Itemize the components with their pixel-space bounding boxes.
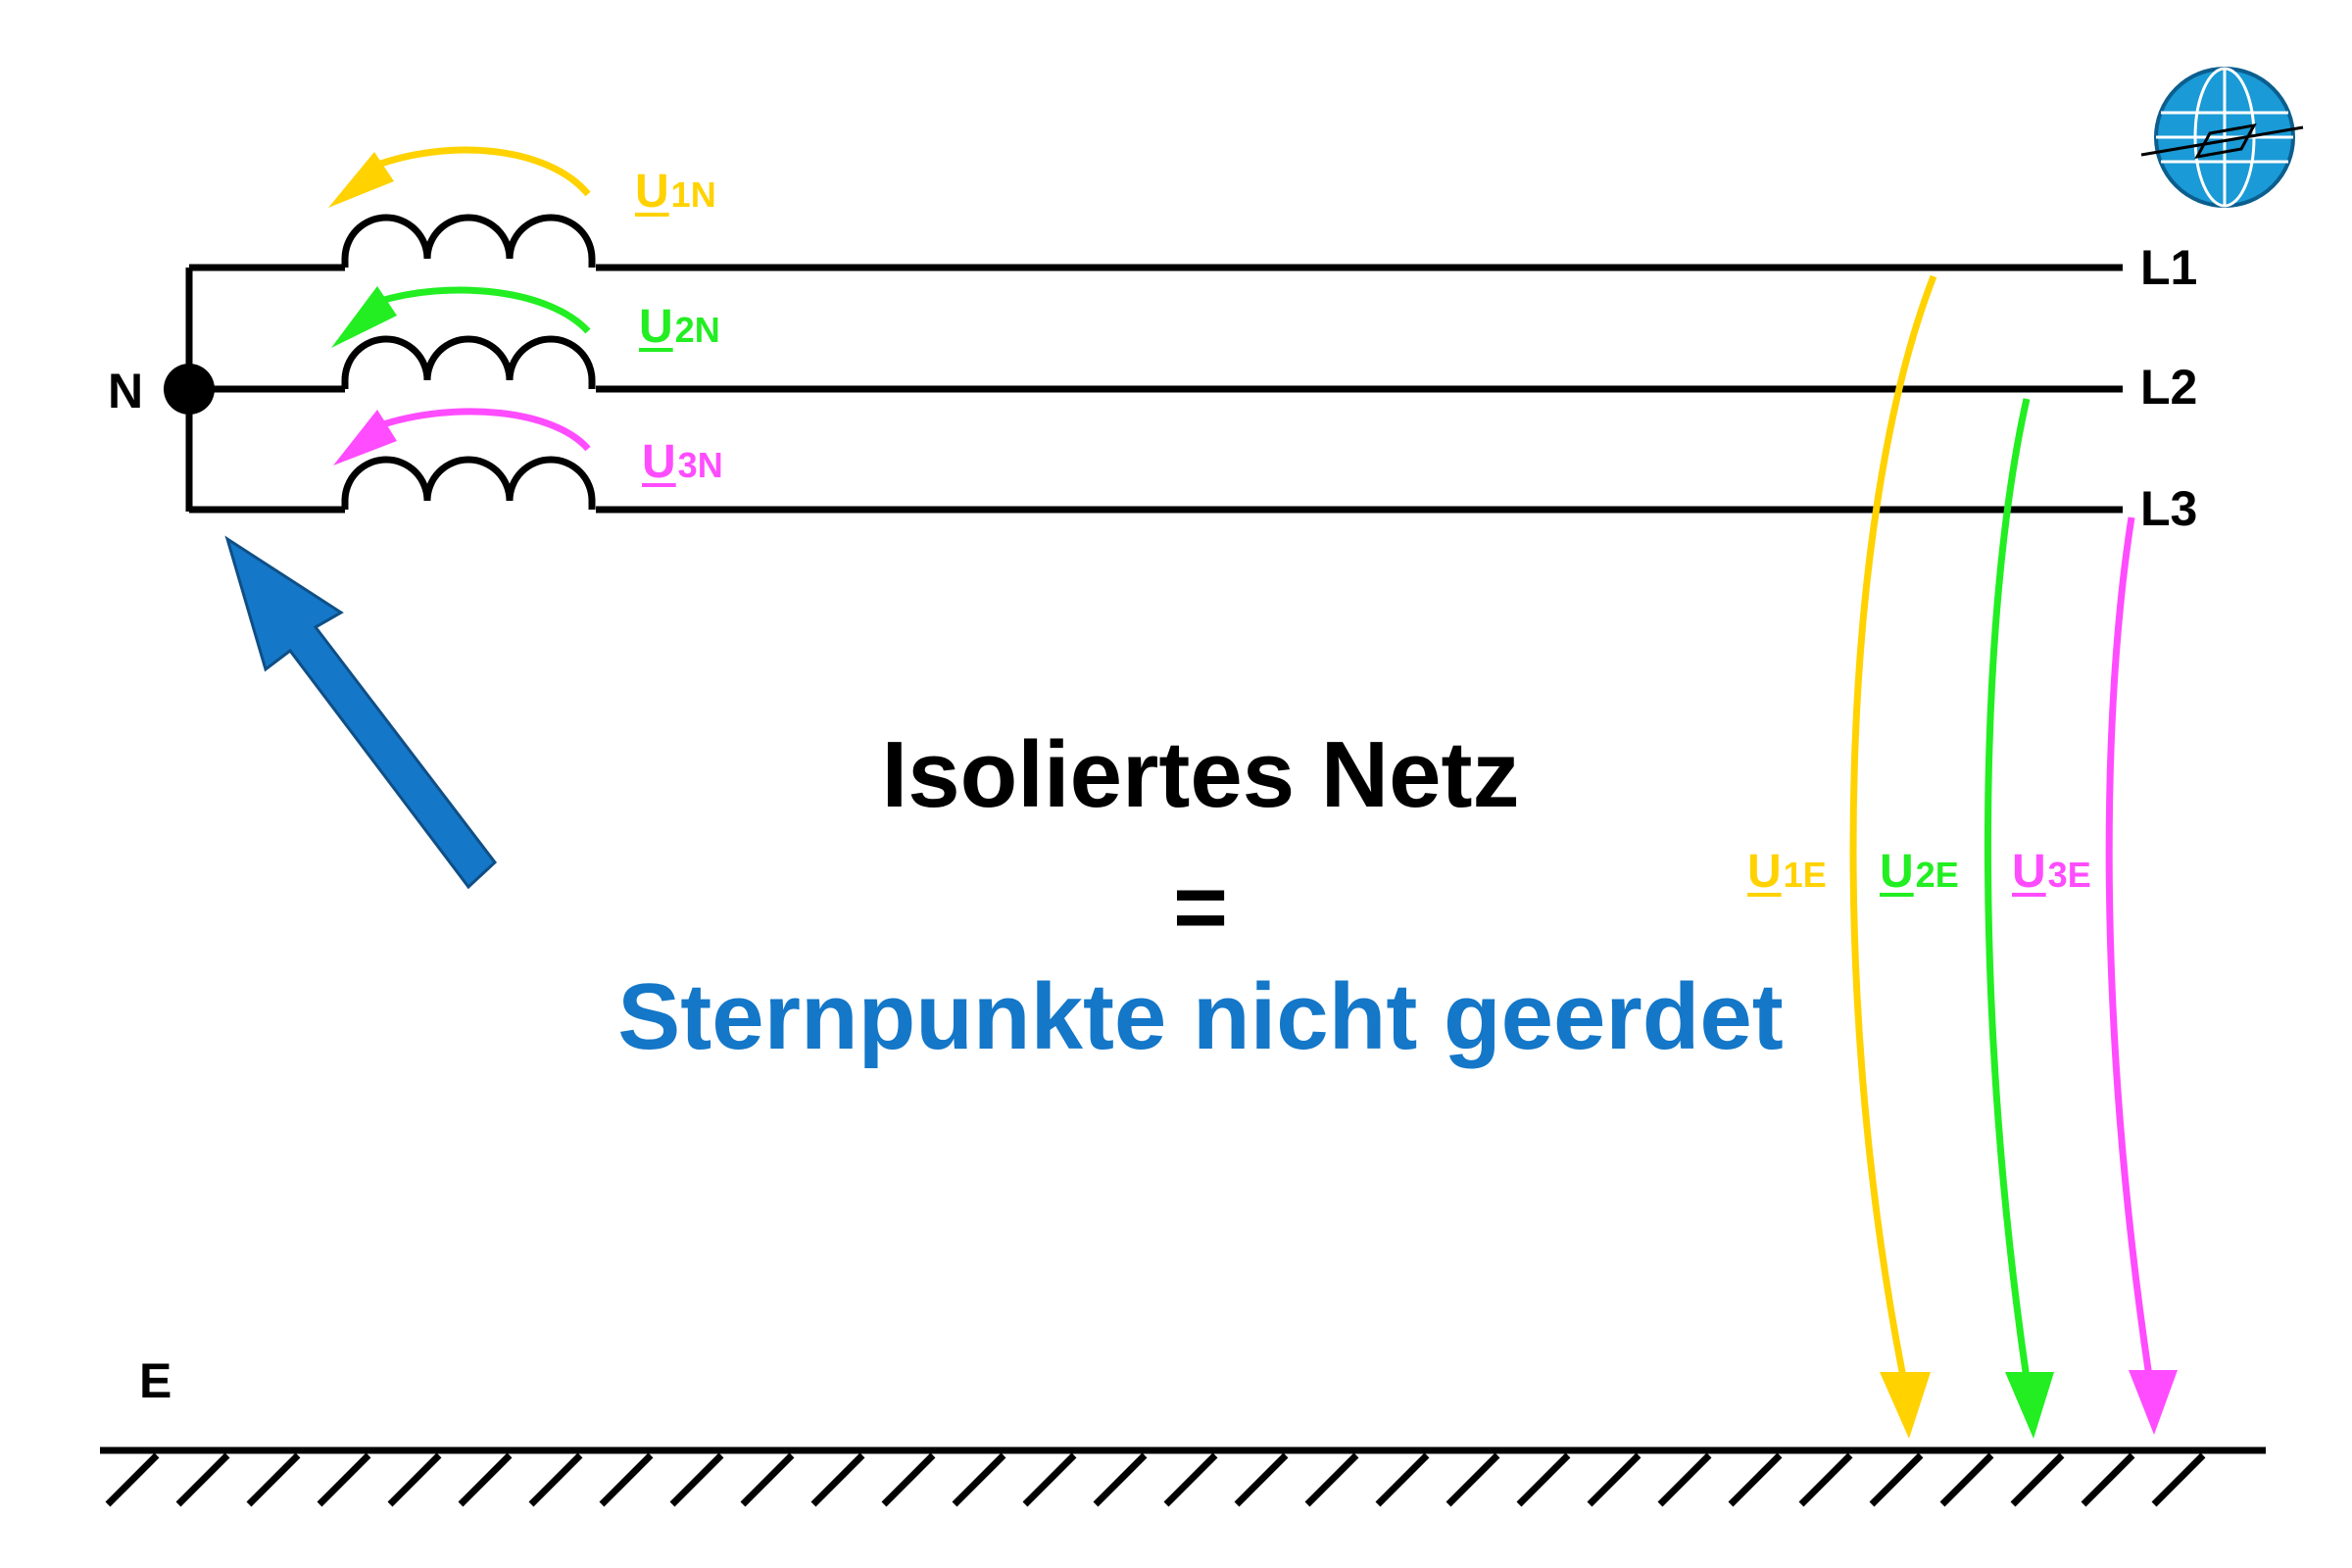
u1n-label: U1N	[635, 166, 716, 218]
neutral-label: N	[108, 364, 144, 418]
arrow-u3e	[2105, 516, 2155, 1391]
u2n-label: U2N	[639, 301, 720, 353]
heading-equals: =	[1172, 855, 1229, 959]
u3e-label: U3E	[2012, 846, 2091, 898]
arrow-u2n	[375, 286, 591, 334]
arrow-u1n-head	[328, 152, 394, 208]
arrow-u2e	[1984, 398, 2033, 1393]
arrow-u3e-head	[2129, 1370, 2178, 1435]
globe-logo-icon	[2140, 67, 2304, 208]
u2e-label: U2E	[1880, 846, 1959, 898]
neutral-node	[164, 364, 215, 415]
l2-label: L2	[2140, 360, 2198, 415]
l1-label: L1	[2140, 240, 2198, 295]
arrow-u2n-head	[331, 286, 397, 348]
heading-sub: Sternpunkte nicht geerdet	[617, 964, 1784, 1069]
conductors	[164, 264, 2123, 514]
ground-hatch-icon	[100, 1446, 2266, 1507]
arrow-u1n	[370, 146, 591, 197]
l3-label: L3	[2140, 481, 2198, 536]
u3n-label: U3N	[642, 436, 723, 488]
heading-main: Isoliertes Netz	[881, 722, 1520, 827]
arrow-u1e	[1849, 274, 1937, 1393]
u1e-label: U1E	[1747, 846, 1827, 898]
phase-neutral-arrows	[328, 146, 591, 466]
arrow-u3n-head	[333, 410, 397, 466]
coils	[341, 214, 596, 510]
coil-1	[341, 214, 596, 268]
coil-2	[341, 335, 596, 389]
blue-arrow-icon	[224, 535, 498, 890]
coil-3	[341, 456, 596, 510]
earth-label: E	[139, 1353, 172, 1408]
arrow-u1e-head	[1880, 1372, 1931, 1439]
arrow-u3n	[375, 408, 591, 452]
phase-earth-arrows	[1849, 274, 2178, 1439]
arrow-u2e-head	[2005, 1372, 2054, 1439]
